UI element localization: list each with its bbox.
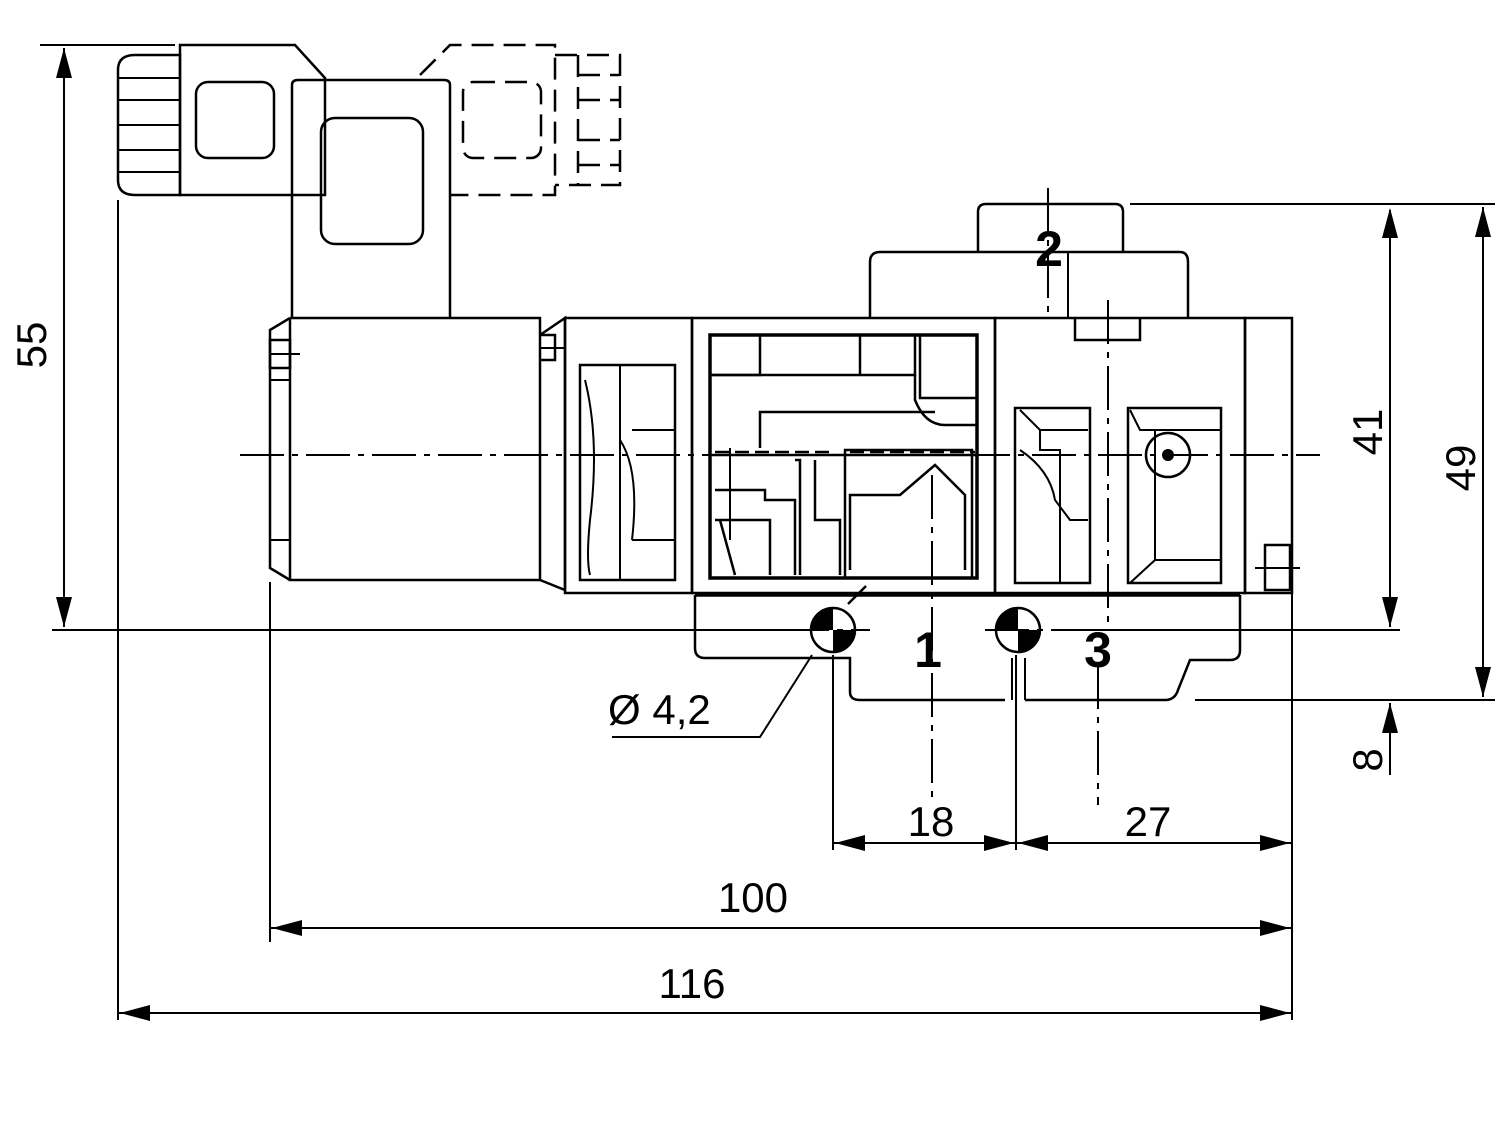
center-lines (240, 188, 1320, 805)
port-label-2: 2 (1035, 221, 1063, 277)
extension-lines (40, 44, 1495, 1020)
dim-mounting-hole: Ø 4,2 (608, 686, 711, 733)
dim-base-offset: 8 (1344, 748, 1391, 771)
connector-plug (116, 43, 327, 197)
port-2-connection (868, 202, 1190, 318)
dim-centerline-height: 41 (1344, 409, 1391, 456)
dim-overall-length: 116 (659, 960, 726, 1007)
port-label-3: 3 (1084, 622, 1112, 678)
dimension-lines (56, 48, 1491, 1021)
dim-total-height: 55 (8, 322, 55, 369)
dim-port3-to-end: 27 (1125, 798, 1172, 845)
subplate (693, 593, 1242, 702)
dim-port2-height: 49 (1437, 445, 1484, 492)
dim-port-spacing: 18 (908, 798, 955, 845)
port-label-1: 1 (914, 622, 942, 678)
connector-alternate-position (419, 43, 622, 197)
valve-body (563, 316, 1300, 595)
dim-body-length: 100 (718, 874, 788, 921)
solenoid-coil (268, 78, 567, 592)
